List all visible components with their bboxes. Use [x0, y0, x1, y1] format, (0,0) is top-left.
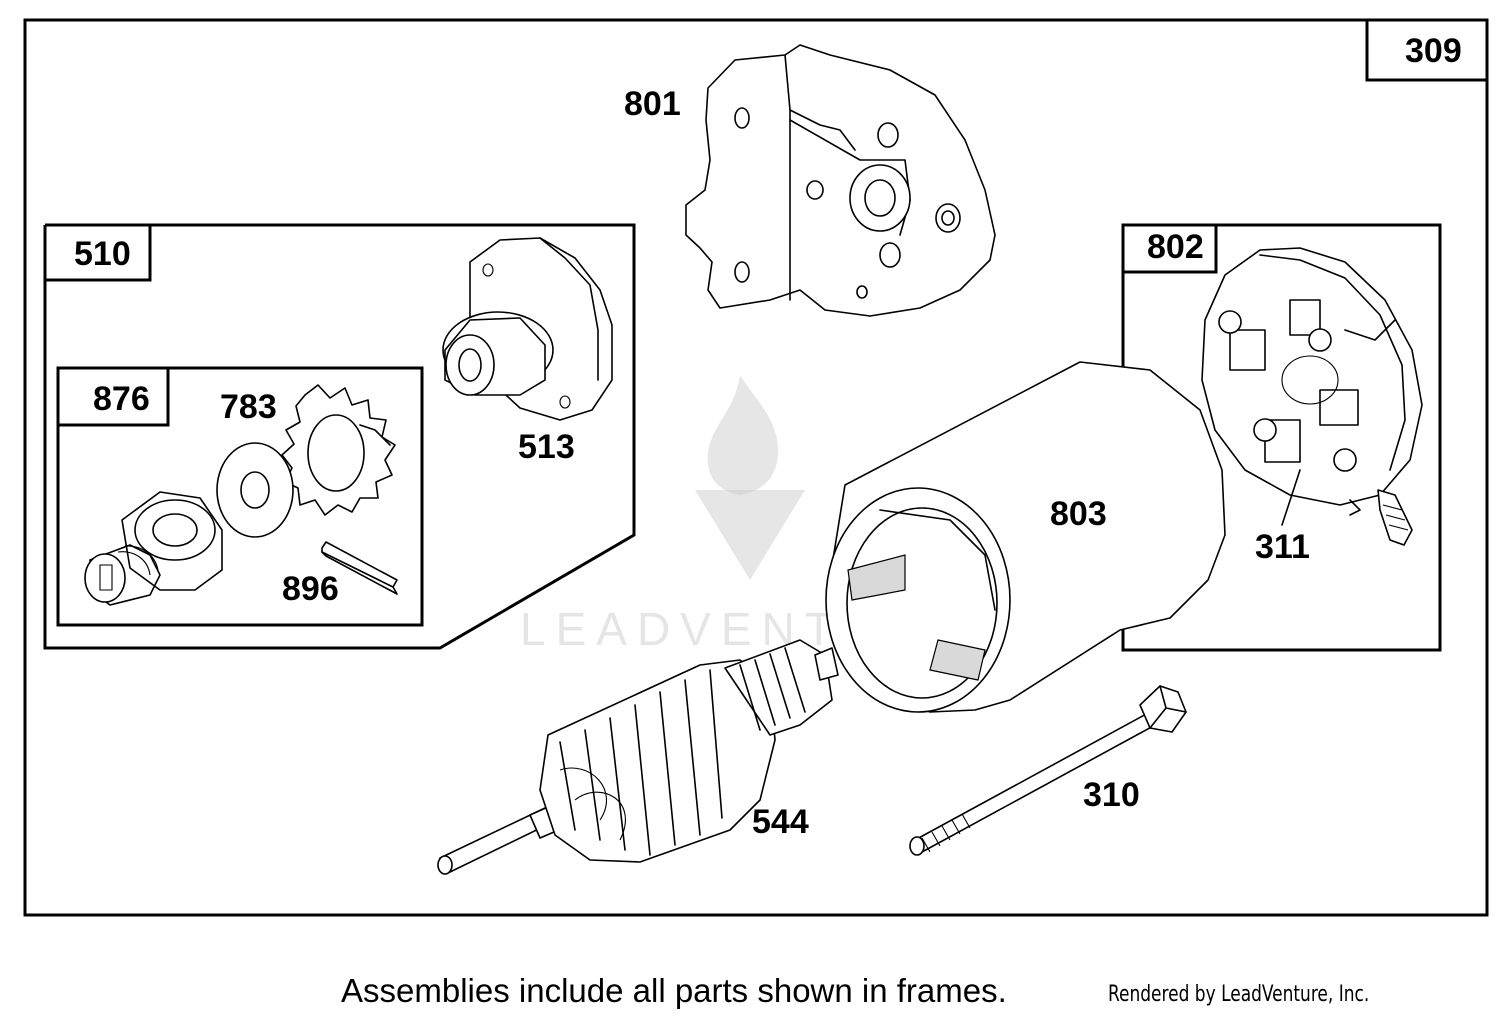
part-label-544[interactable]: 544: [752, 803, 809, 841]
frame-510: [43, 223, 636, 650]
part-803-housing[interactable]: [825, 361, 1226, 713]
part-544-armature[interactable]: [437, 639, 839, 875]
part-896-key[interactable]: [321, 541, 398, 595]
part-label-309[interactable]: 309: [1405, 32, 1462, 70]
part-label-510[interactable]: 510: [74, 235, 131, 273]
part-801-bracket[interactable]: [685, 44, 996, 317]
part-876-clutch[interactable]: [84, 491, 223, 606]
frame-876: [56, 366, 424, 627]
leader-311: [1281, 469, 1301, 526]
outer-frame: [23, 18, 1489, 917]
part-label-803[interactable]: 803: [1050, 495, 1107, 533]
part-label-783[interactable]: 783: [220, 388, 277, 426]
part-label-876[interactable]: 876: [93, 380, 150, 418]
part-label-801[interactable]: 801: [624, 85, 681, 123]
part-label-311[interactable]: 311: [1255, 528, 1310, 566]
footer-assembly-note: Assemblies include all parts shown in fr…: [341, 972, 1007, 1009]
part-label-513[interactable]: 513: [518, 428, 575, 466]
label-box-309: [1365, 20, 1487, 82]
part-310-bolt[interactable]: [909, 685, 1187, 856]
part-802-end-cap[interactable]: [1201, 247, 1423, 546]
part-label-896[interactable]: 896: [282, 570, 339, 608]
part-783-gear[interactable]: [216, 384, 396, 538]
part-label-802[interactable]: 802: [1147, 228, 1204, 266]
footer-credit: Rendered by LeadVenture, Inc.: [1108, 982, 1370, 1007]
part-513-drive-housing[interactable]: [442, 237, 613, 421]
part-label-310[interactable]: 310: [1083, 776, 1140, 814]
